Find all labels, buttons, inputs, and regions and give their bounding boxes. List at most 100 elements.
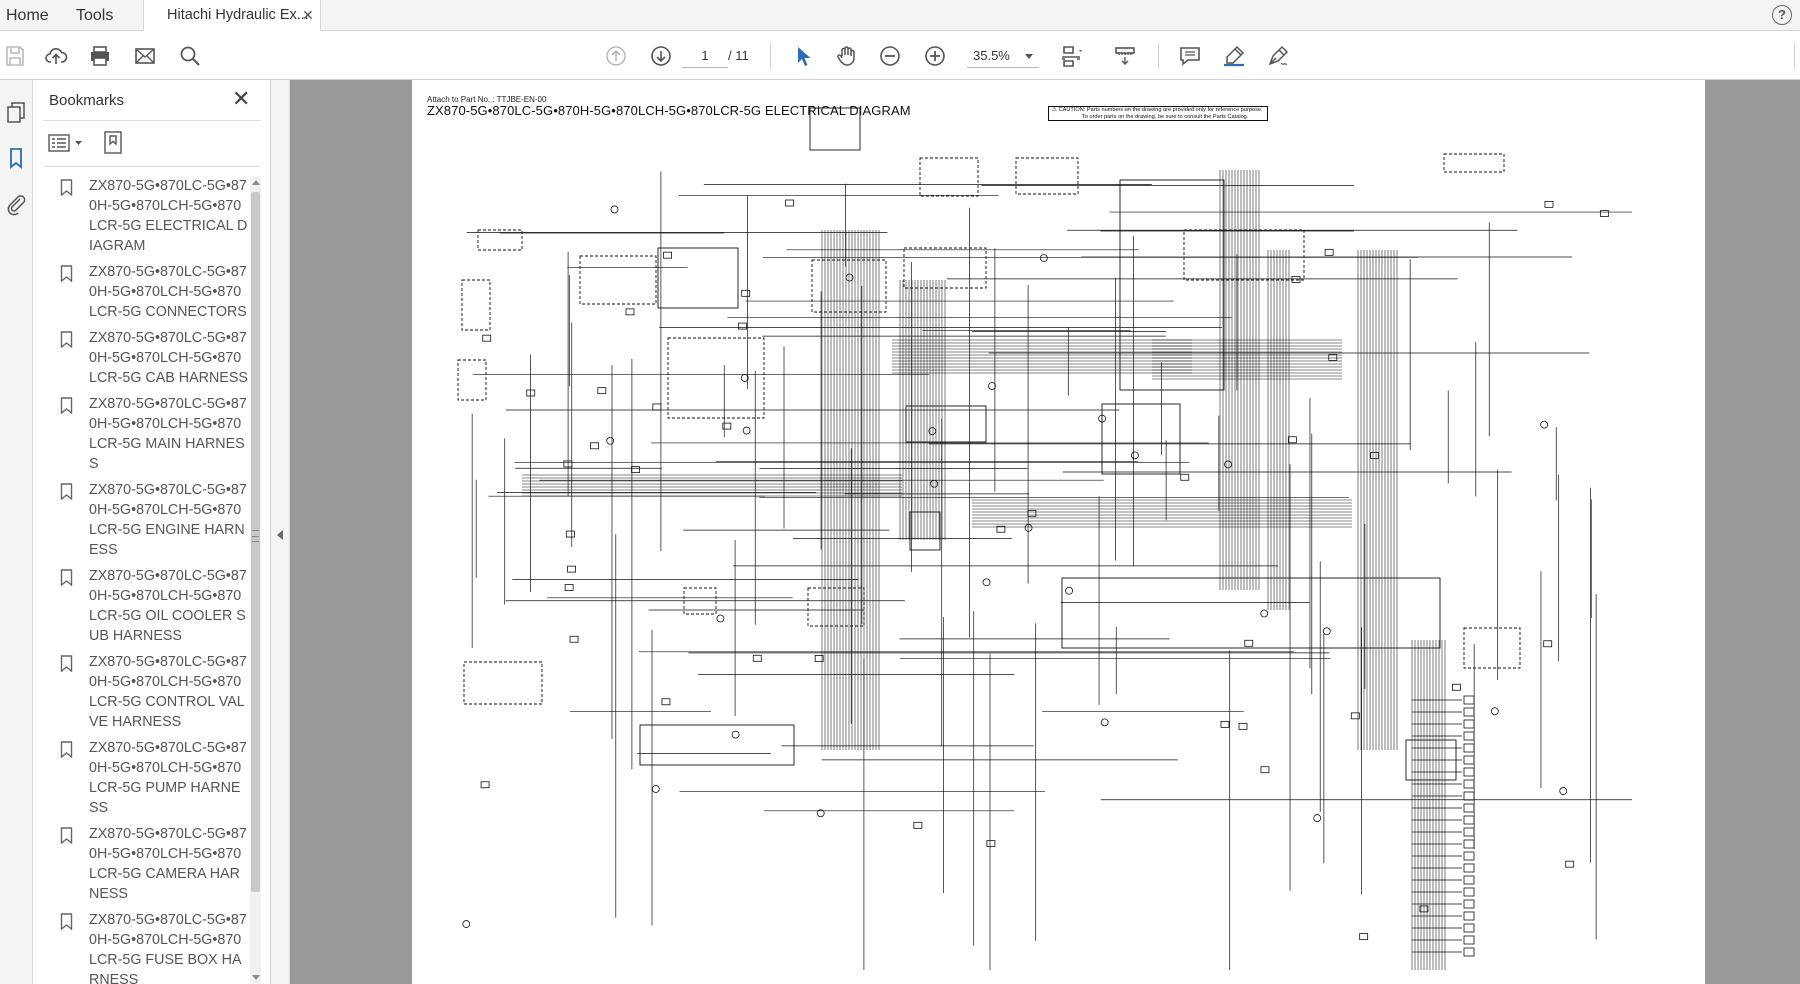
- bookmark-item[interactable]: ZX870-5G•870LC-5G•870H-5G•870LCH-5G•870L…: [49, 480, 249, 560]
- bookmark-item[interactable]: ZX870-5G•870LC-5G•870H-5G•870LCH-5G•870L…: [49, 176, 249, 256]
- connector-symbol: [1065, 586, 1074, 595]
- terminal: [1463, 851, 1475, 861]
- hand-pan-icon[interactable]: [834, 43, 860, 69]
- tab-tools[interactable]: Tools: [76, 7, 114, 24]
- bookmark-scrollbar[interactable]: [250, 176, 261, 984]
- component-box: [461, 279, 491, 331]
- bookmarks-icon[interactable]: [4, 146, 28, 170]
- fit-page-icon[interactable]: [1058, 43, 1084, 69]
- bookmark-item[interactable]: ZX870-5G•870LC-5G•870H-5G•870LCH-5G•870L…: [49, 824, 249, 904]
- terminal: [1463, 887, 1475, 897]
- print-icon[interactable]: [87, 43, 113, 69]
- bookmark-item[interactable]: ZX870-5G•870LC-5G•870H-5G•870LCH-5G•870L…: [49, 566, 249, 646]
- help-icon[interactable]: ?: [1772, 5, 1792, 25]
- highlight-pen-icon[interactable]: [1221, 43, 1247, 69]
- terminal: [1463, 731, 1475, 741]
- bookmark-flag-icon: [60, 483, 73, 500]
- bookmark-label: ZX870-5G•870LC-5G•870H-5G•870LCH-5G•870L…: [89, 330, 248, 386]
- connector-symbol: [1291, 275, 1301, 283]
- attach-part-number: Attach to Part No. : TTJBE-EN-00: [427, 95, 547, 104]
- tab-home[interactable]: Home: [6, 7, 49, 24]
- scrollbar-thumb[interactable]: [251, 192, 260, 892]
- connector-symbol: [482, 334, 492, 342]
- terminal: [1463, 863, 1475, 873]
- bookmark-flag-icon: [60, 265, 73, 282]
- bookmark-options-icon[interactable]: [47, 130, 87, 156]
- connector-symbol: [913, 821, 923, 829]
- connector-symbol: [1451, 683, 1461, 691]
- bookmark-label: ZX870-5G•870LC-5G•870H-5G•870LCH-5G•870L…: [89, 264, 247, 320]
- component-box: [1119, 179, 1225, 391]
- page-number-input[interactable]: [682, 44, 728, 68]
- terminal: [1463, 947, 1475, 957]
- collapse-panel-icon[interactable]: [277, 530, 283, 540]
- caution-line-2: To order parts on the drawing, be sure t…: [1082, 113, 1249, 120]
- component-box: [463, 661, 543, 705]
- sign-pen-icon[interactable]: [1265, 43, 1291, 69]
- component-box: [1443, 153, 1505, 173]
- connector-symbol: [742, 426, 751, 435]
- panel-splitter[interactable]: [271, 80, 290, 984]
- connector-symbol: [752, 654, 762, 662]
- toolbar-divider: [770, 43, 771, 69]
- connector-symbol: [565, 530, 575, 538]
- terminal: [1463, 755, 1475, 765]
- tab-close-icon[interactable]: ✕: [302, 7, 314, 23]
- connector-symbol: [1180, 473, 1190, 481]
- connector-symbol: [1131, 451, 1139, 460]
- pdf-page: Attach to Part No. : TTJBE-EN-00 ZX870-5…: [412, 80, 1705, 984]
- tab-document[interactable]: Hitachi Hydraulic Ex... ✕: [143, 0, 321, 32]
- email-icon[interactable]: [132, 43, 158, 69]
- terminal: [1463, 839, 1475, 849]
- component-box: [919, 157, 979, 197]
- page-up-icon[interactable]: [603, 43, 629, 69]
- save-icon[interactable]: [2, 43, 28, 69]
- toolbar-divider: [1158, 43, 1159, 69]
- resize-grip-icon[interactable]: [252, 530, 259, 542]
- bookmark-item[interactable]: ZX870-5G•870LC-5G•870H-5G•870LCH-5G•870L…: [49, 394, 249, 474]
- connector-symbol: [1039, 254, 1048, 262]
- page-total: / 11: [728, 48, 749, 63]
- close-icon[interactable]: ✕: [232, 86, 251, 111]
- connector-symbol: [652, 403, 662, 411]
- zoom-in-icon[interactable]: [922, 43, 948, 69]
- connector-symbol: [1260, 766, 1270, 774]
- scroll-mode-icon[interactable]: [1112, 43, 1138, 69]
- add-bookmark-icon[interactable]: [101, 130, 127, 156]
- zoom-out-icon[interactable]: [877, 43, 903, 69]
- search-icon[interactable]: [177, 43, 203, 69]
- upload-cloud-icon[interactable]: [43, 43, 69, 69]
- page-down-icon[interactable]: [648, 43, 674, 69]
- bookmark-item[interactable]: ZX870-5G•870LC-5G•870H-5G•870LCH-5G•870L…: [49, 328, 249, 388]
- terminal: [1463, 767, 1475, 777]
- connector-symbol: [1490, 707, 1499, 716]
- bookmark-item[interactable]: ZX870-5G•870LC-5G•870H-5G•870LCH-5G•870L…: [49, 652, 249, 732]
- zoom-level-value: 35.5%: [973, 48, 1010, 63]
- component-box: [1463, 627, 1521, 669]
- component-box: [657, 247, 739, 309]
- comment-icon[interactable]: [1177, 43, 1203, 69]
- bookmark-item[interactable]: ZX870-5G•870LC-5G•870H-5G•870LCH-5G•870L…: [49, 910, 249, 984]
- connector-symbol: [1559, 787, 1568, 795]
- zoom-level-select[interactable]: 35.5%: [967, 44, 1039, 68]
- connector-symbol: [1543, 640, 1553, 648]
- toolbar: / 11 35.5%: [0, 31, 1800, 80]
- scroll-up-icon[interactable]: [252, 180, 260, 185]
- document-viewport[interactable]: Attach to Part No. : TTJBE-EN-00 ZX870-5…: [290, 80, 1800, 984]
- bookmark-item[interactable]: ZX870-5G•870LC-5G•870H-5G•870LCH-5G•870L…: [49, 262, 249, 322]
- connector-symbol: [1599, 210, 1609, 217]
- attachment-icon[interactable]: [4, 192, 28, 216]
- terminal: [1463, 791, 1475, 801]
- bookmark-item[interactable]: ZX870-5G•870LC-5G•870H-5G•870LCH-5G•870L…: [49, 738, 249, 818]
- connector-symbol: [567, 565, 576, 573]
- select-pointer-icon[interactable]: [790, 43, 816, 69]
- terminal: [1463, 815, 1475, 825]
- bookmark-flag-icon: [60, 179, 73, 196]
- scroll-down-icon[interactable]: [252, 975, 260, 980]
- connector-symbol: [569, 635, 579, 643]
- component-box: [477, 229, 523, 251]
- caution-box: ⚠ CAUTION: Parts numbers on the drawing …: [1048, 106, 1268, 121]
- pages-icon[interactable]: [4, 100, 28, 124]
- panel-divider: [43, 166, 261, 167]
- connector-symbol: [462, 920, 471, 928]
